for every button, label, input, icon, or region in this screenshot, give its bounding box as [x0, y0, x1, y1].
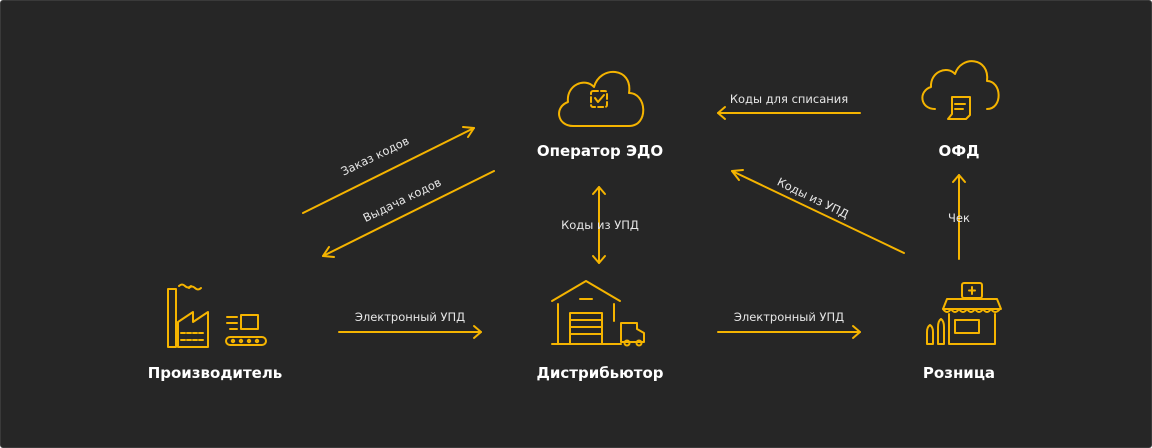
- distributor-label: Дистрибьютор: [536, 364, 664, 382]
- writeoff-codes-arrow: [717, 106, 861, 120]
- distributor-upd-arrow: [717, 325, 861, 339]
- shop-icon: [926, 282, 1002, 345]
- producer-upd-arrow: [338, 325, 482, 339]
- factory-icon: [167, 283, 267, 348]
- writeoff-codes-label: Коды для списания: [729, 92, 849, 106]
- cloud-receipt-icon: [921, 60, 1000, 120]
- operator-edo-label: Оператор ЭДО: [536, 142, 664, 160]
- retail-upd-codes-arrow: [731, 169, 905, 254]
- receipt-arrow: [952, 174, 966, 260]
- cloud-check-icon: [558, 71, 645, 127]
- producer-upd-label: Электронный УПД: [354, 310, 466, 324]
- order-codes-arrow: [302, 126, 475, 214]
- receipt-label: Чек: [948, 211, 970, 225]
- retail-label: Розница: [922, 364, 996, 382]
- producer-label: Производитель: [147, 364, 283, 382]
- upd-codes-label: Коды из УПД: [561, 218, 639, 232]
- issue-codes-arrow: [322, 170, 495, 258]
- warehouse-truck-icon: [551, 280, 645, 347]
- distributor-upd-label: Электронный УПД: [733, 310, 845, 324]
- upd-codes-double-arrow: [592, 186, 606, 264]
- ofd-label: ОФД: [938, 142, 980, 160]
